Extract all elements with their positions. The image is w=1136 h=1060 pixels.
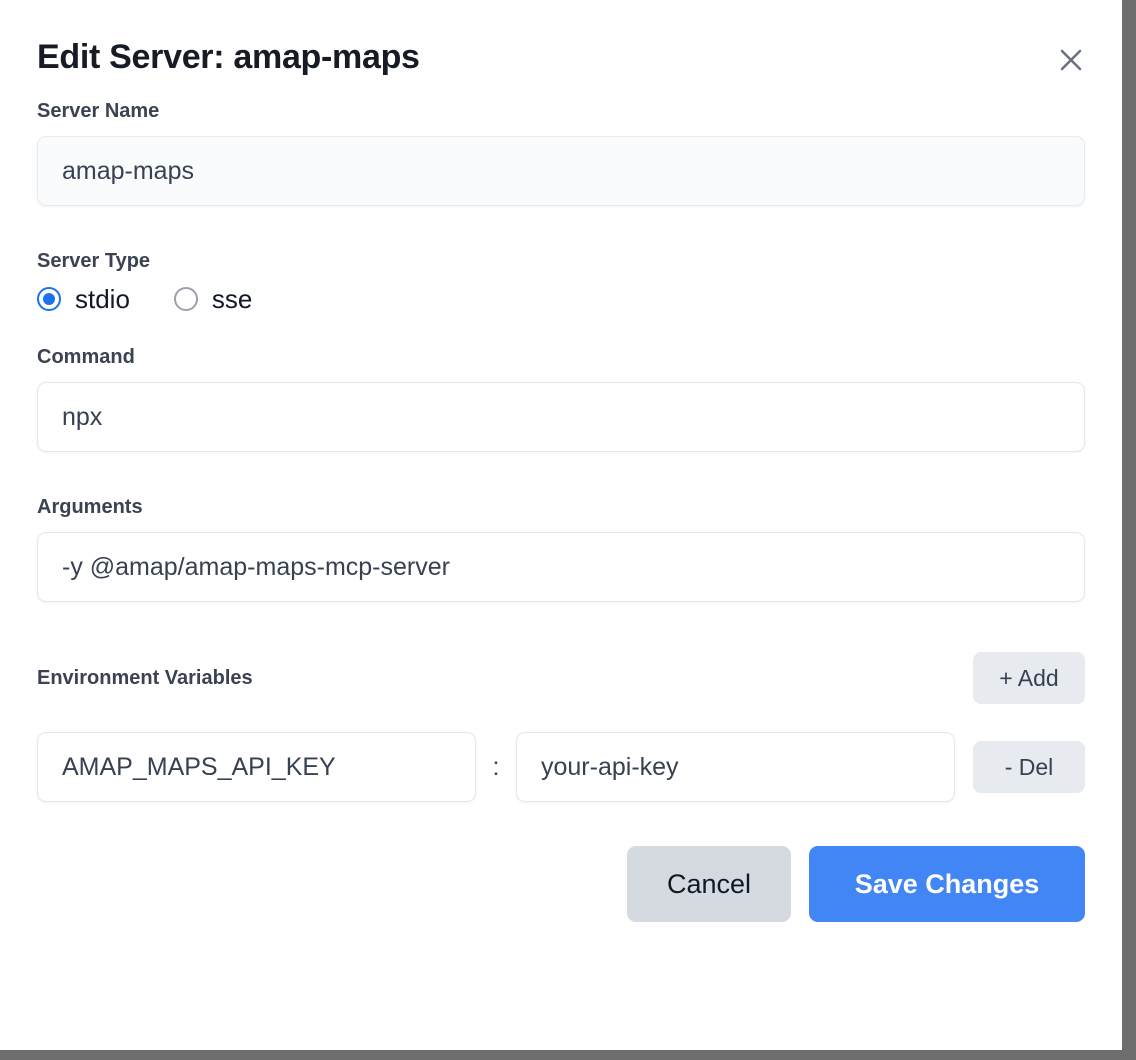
command-input[interactable] — [37, 382, 1085, 452]
cancel-button[interactable]: Cancel — [627, 846, 791, 922]
server-type-field-group: Server Type stdio sse — [37, 250, 1085, 312]
save-changes-button[interactable]: Save Changes — [809, 846, 1085, 922]
radio-option-stdio[interactable]: stdio — [37, 286, 130, 312]
server-name-input[interactable] — [37, 136, 1085, 206]
radio-option-sse[interactable]: sse — [173, 284, 253, 314]
env-var-value-input[interactable] — [516, 732, 955, 802]
env-var-separator: : — [492, 752, 500, 781]
environment-variables-section: Environment Variables + Add : - Del — [37, 650, 1085, 802]
arguments-label: Arguments — [37, 496, 143, 518]
radio-label-stdio: stdio — [75, 284, 130, 314]
delete-env-var-button[interactable]: - Del — [973, 741, 1085, 793]
command-label: Command — [37, 346, 135, 368]
edit-server-dialog: Edit Server: amap-maps Server Name Serve… — [37, 0, 1085, 922]
window-bottom-edge — [0, 1050, 1136, 1060]
arguments-field-group: Arguments — [37, 496, 1085, 602]
env-var-key-input[interactable] — [37, 732, 476, 802]
page-title: Edit Server: amap-maps — [37, 37, 420, 76]
server-name-field-group: Server Name — [37, 100, 1085, 206]
environment-variables-header: Environment Variables + Add — [37, 650, 1085, 706]
radio-label-sse: sse — [211, 284, 253, 314]
radio-unselected-icon[interactable] — [173, 287, 198, 311]
dialog-footer: Cancel Save Changes — [37, 846, 1085, 922]
server-type-radio-group: stdio sse — [37, 286, 1085, 312]
window-scrollbar[interactable] — [1122, 0, 1136, 1050]
server-name-label: Server Name — [37, 100, 160, 122]
radio-selected-icon[interactable] — [37, 287, 61, 311]
command-field-group: Command — [37, 346, 1085, 452]
add-env-var-button[interactable]: + Add — [973, 652, 1085, 704]
environment-variables-title: Environment Variables — [37, 666, 253, 689]
arguments-input[interactable] — [37, 532, 1085, 602]
close-icon[interactable] — [1055, 44, 1087, 76]
server-type-label: Server Type — [37, 250, 151, 272]
dialog-header: Edit Server: amap-maps — [37, 0, 1085, 100]
env-var-row: : - Del — [37, 732, 1085, 802]
